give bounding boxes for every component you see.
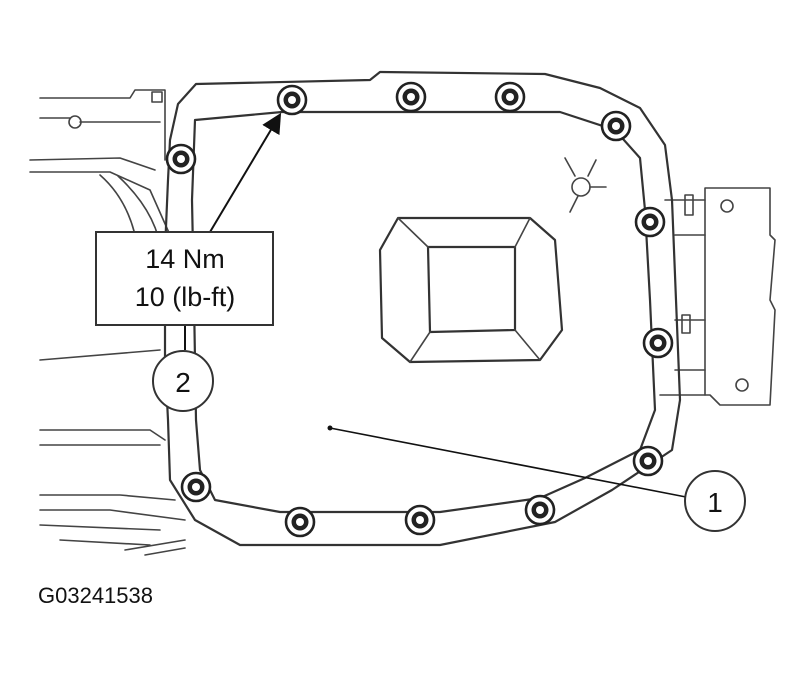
- callout-2-number: 2: [175, 367, 191, 398]
- bolt: [634, 206, 666, 238]
- leader-lines: [184, 112, 687, 498]
- bolt: [395, 81, 427, 113]
- bolt: [632, 445, 664, 477]
- right-bracket: [659, 187, 776, 406]
- torque-metric: 14 Nm: [145, 244, 225, 274]
- bolt: [284, 506, 316, 538]
- bolt: [276, 84, 308, 116]
- bolt: [642, 327, 674, 359]
- torque-spec-box: 14 Nm 10 (lb-ft): [95, 231, 274, 326]
- bolt: [600, 110, 632, 142]
- bolt: [404, 504, 436, 536]
- bolt: [524, 494, 556, 526]
- sump-recess: [378, 216, 564, 364]
- callout-2: 2: [152, 350, 214, 412]
- callout-1: 1: [684, 470, 746, 532]
- bolts: [165, 81, 674, 538]
- bolt: [494, 81, 526, 113]
- bolt: [165, 143, 197, 175]
- callout-1-number: 1: [707, 487, 723, 518]
- figure-id: G03241538: [38, 583, 153, 608]
- bolt: [180, 471, 212, 503]
- engine-block-left: [29, 89, 186, 556]
- drain-plug: [564, 157, 607, 213]
- torque-imperial: 10 (lb-ft): [135, 282, 236, 312]
